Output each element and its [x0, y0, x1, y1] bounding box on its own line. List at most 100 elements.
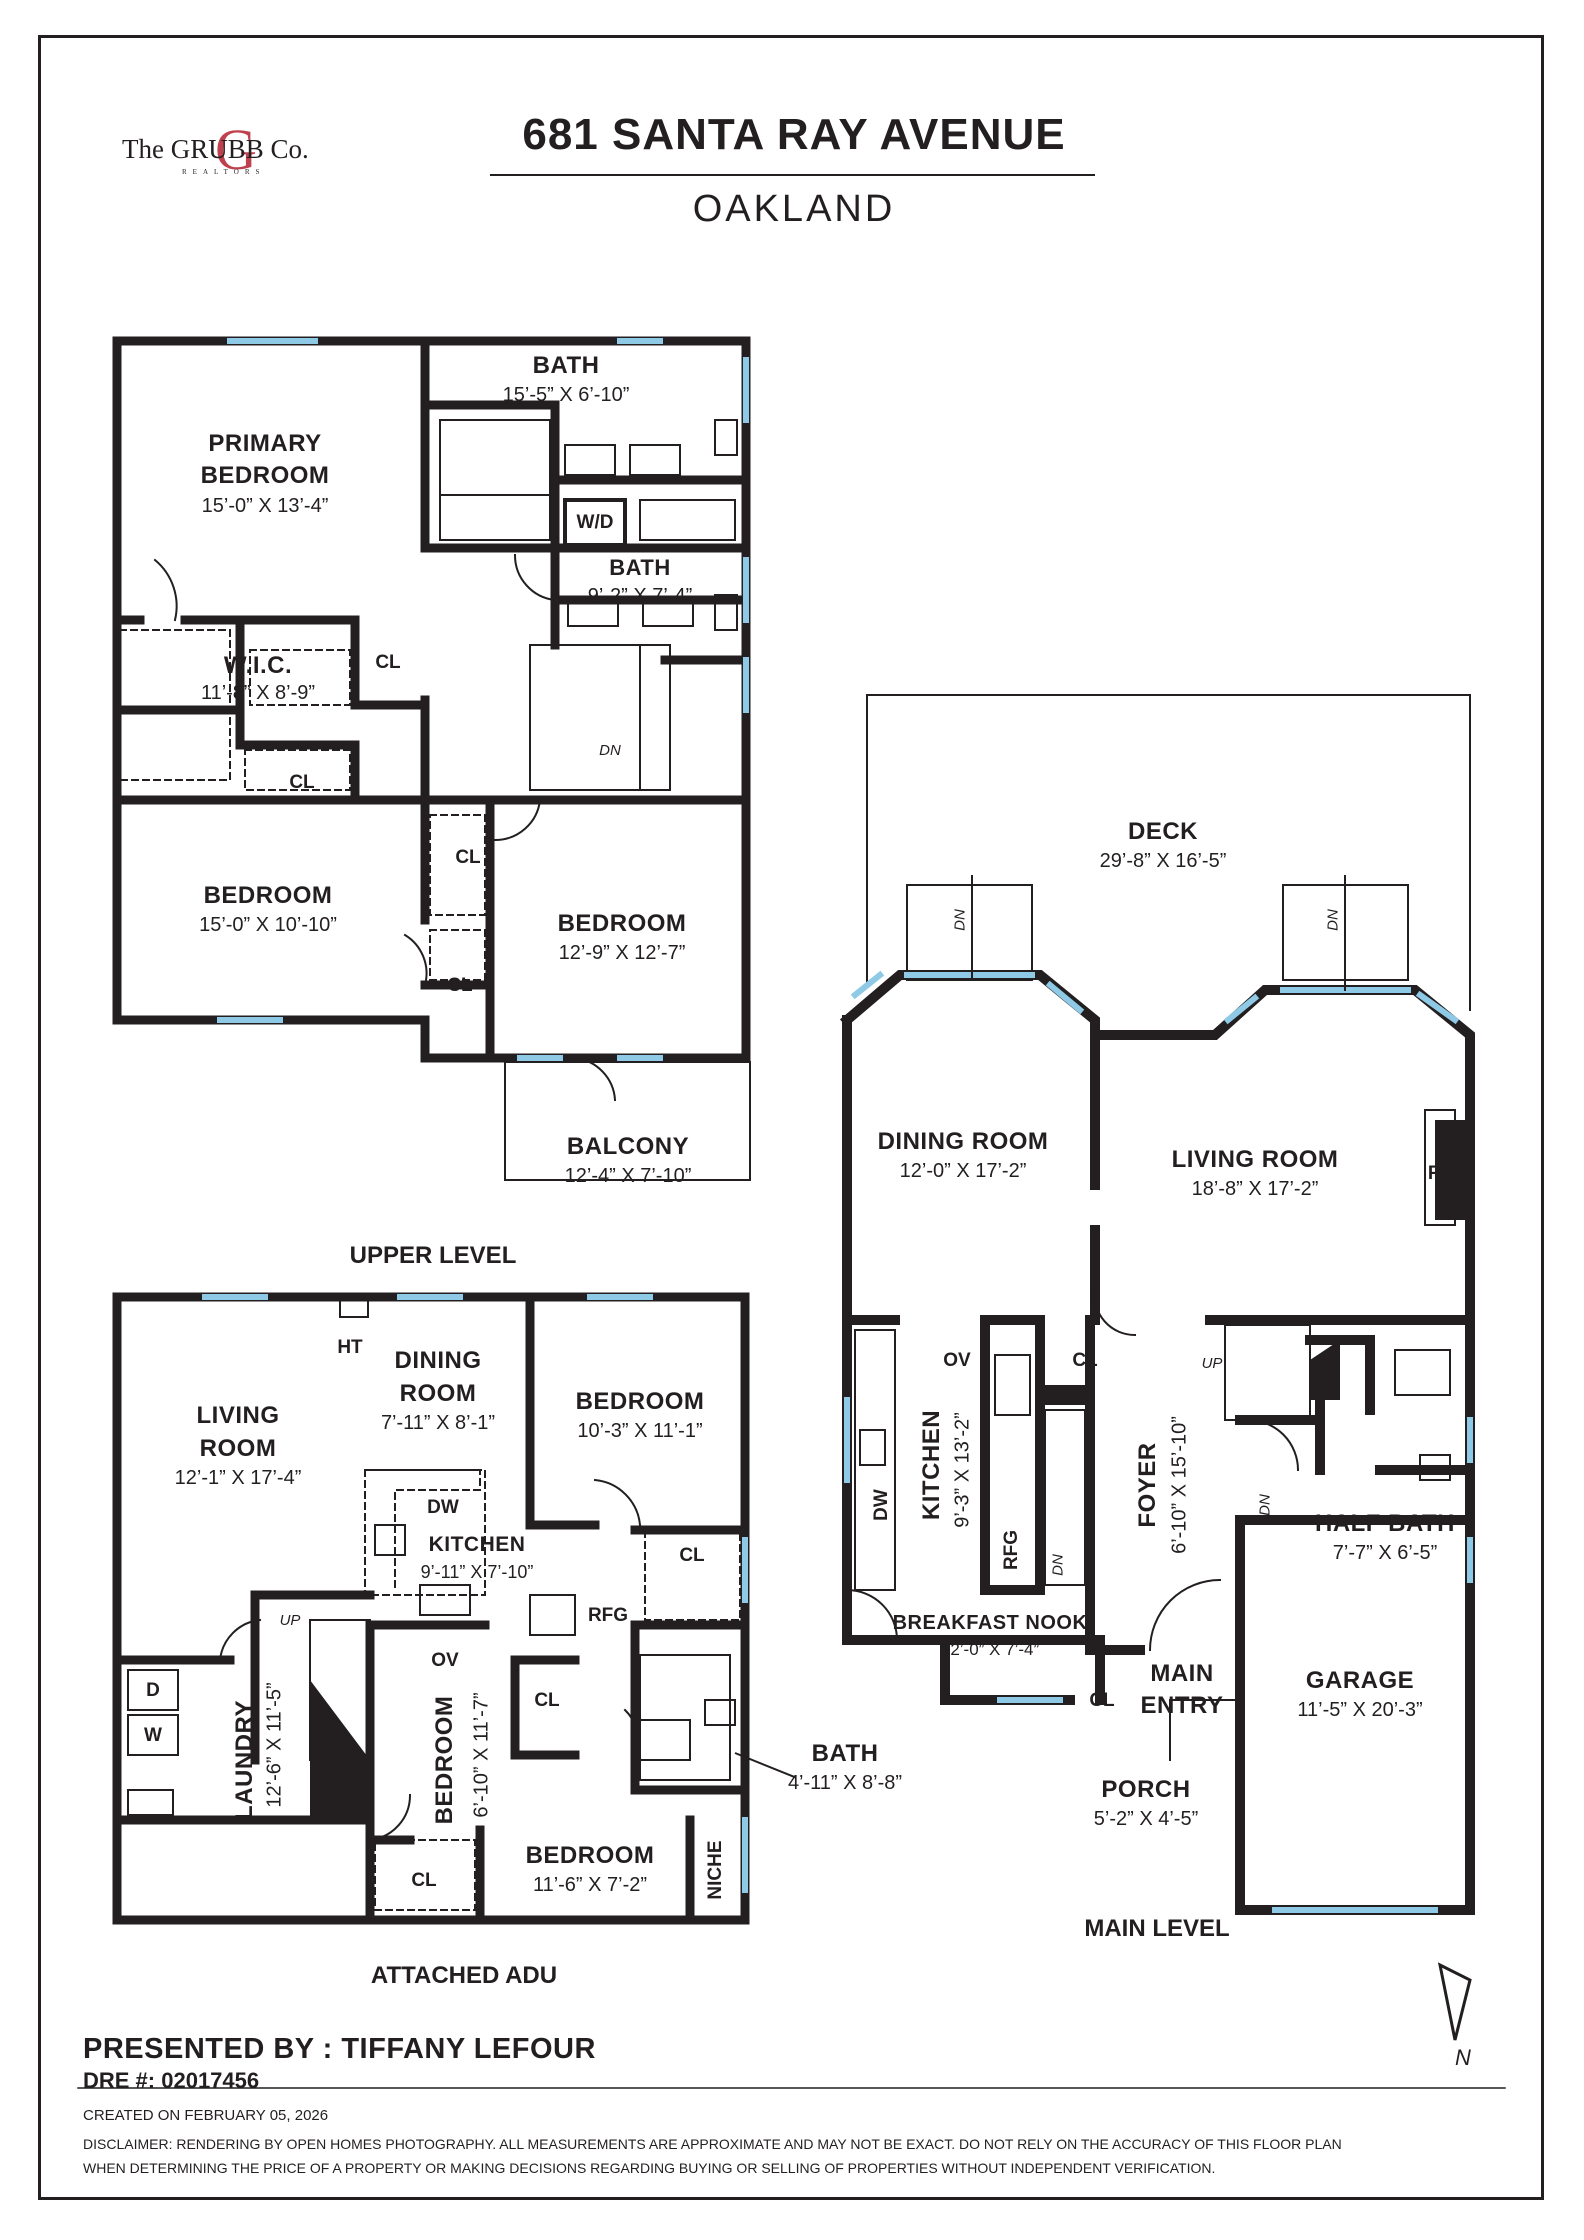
adu-bath-dim: 4’-11” X 8’-8”	[787, 1772, 903, 1794]
upper-closet-label-d: CL	[447, 975, 473, 996]
wic-dim: 11’-8” X 8’-9”	[200, 682, 316, 704]
logo-subtext: REALTORS	[182, 168, 266, 176]
garage-label: GARAGE	[1305, 1667, 1415, 1694]
adu-stair-fill	[310, 1680, 370, 1820]
main-stair-up-label: UP	[1201, 1355, 1223, 1372]
adu-kitchen-dim: 9’-11” X 7’-10”	[420, 1562, 534, 1582]
upper-closet-label-a: CL	[375, 652, 401, 673]
adu-kitchen-label: KITCHEN	[428, 1533, 526, 1556]
main-windows	[844, 970, 1473, 1913]
north-arrow-icon	[1437, 1962, 1472, 2041]
adu-laundry-dim: 12’-6” X 11’-5”	[263, 1682, 286, 1808]
garage-dim: 11’-5” X 20’-3”	[1297, 1699, 1423, 1721]
adu-closet-label-c: CL	[411, 1870, 437, 1891]
adu-niche-label: NICHE	[705, 1840, 726, 1900]
upper-bedroom1-dim: 15’-0” X 10’-10”	[199, 914, 337, 936]
adu-dining-dim: 7’-11” X 8’-1”	[380, 1412, 496, 1434]
page-frame	[38, 35, 1544, 2200]
upper-level-label: UPPER LEVEL	[349, 1242, 517, 1269]
main-stair-dn-d: DN	[1256, 1494, 1274, 1516]
main-living-label: LIVING ROOM	[1171, 1146, 1339, 1173]
adu-bedroom-a-label: BEDROOM	[575, 1388, 705, 1415]
upper-level-fixtures	[119, 419, 751, 1181]
foyer-label: FOYER	[1134, 1442, 1161, 1528]
upper-closet-label-b: CL	[289, 772, 315, 793]
wd-closet	[563, 498, 627, 547]
adu-windows	[202, 1294, 748, 1893]
upper-closet-label-c: CL	[455, 847, 481, 868]
adu-ht-label: HT	[337, 1337, 363, 1358]
adu-closet-label-b: CL	[534, 1690, 560, 1711]
main-dining-label: DINING ROOM	[877, 1128, 1049, 1155]
disclaimer-line-2: WHEN DETERMINING THE PRICE OF A PROPERTY…	[83, 2160, 1216, 2176]
upper-bath1-dim: 15’-5” X 6’-10”	[502, 384, 630, 406]
deck-dim: 29’-8” X 16’-5”	[1099, 850, 1227, 872]
wd-label: W/D	[576, 512, 614, 533]
upper-bath1-label: BATH	[532, 352, 600, 379]
main-closet-label-a: CL	[1072, 1350, 1098, 1371]
porch-dim: 5’-2” X 4’-5”	[1093, 1808, 1199, 1830]
breakfast-nook-label: BREAKFAST NOOK	[892, 1612, 1088, 1634]
adu-bedroom-a-dim: 10’-3” X 11’-1”	[577, 1420, 703, 1442]
adu-ov-label: OV	[431, 1650, 459, 1671]
dre-number: DRE #: 02017456	[83, 2068, 260, 2093]
adu-fixtures	[127, 1296, 741, 1911]
primary-bedroom-dim: 15’-0” X 13’-4”	[201, 495, 329, 517]
adu-living-label-2: ROOM	[199, 1435, 277, 1462]
main-stair-dn-c: DN	[1049, 1554, 1067, 1576]
main-stair-fill	[1310, 1340, 1340, 1400]
adu-rfg-label: RFG	[587, 1605, 629, 1626]
main-dining-dim: 12’-0” X 17’-2”	[899, 1160, 1027, 1182]
adu-stair-up-label: UP	[279, 1612, 301, 1629]
adu-bath-label: BATH	[811, 1740, 879, 1767]
deck-label: DECK	[1127, 818, 1199, 845]
main-ov-label: OV	[943, 1350, 971, 1371]
primary-bedroom-label-2: BEDROOM	[200, 462, 330, 489]
fireplace-label: FP	[1427, 1163, 1453, 1184]
title-rule	[490, 174, 1095, 176]
main-kitchen-label: KITCHEN	[918, 1409, 945, 1521]
created-date: CREATED ON FEBRUARY 05, 2026	[83, 2107, 329, 2124]
half-bath-label: HALF BATH	[1314, 1510, 1456, 1537]
primary-bedroom-label-1: PRIMARY	[208, 430, 322, 457]
upper-bedroom2-label: BEDROOM	[557, 910, 687, 937]
upper-level-windows	[217, 338, 749, 1061]
adu-bedroom-c-label: BEDROOM	[525, 1842, 655, 1869]
disclaimer-line-1: DISCLAIMER: RENDERING BY OPEN HOMES PHOT…	[83, 2136, 1342, 2152]
page-subtitle: OAKLAND	[692, 188, 896, 230]
main-dw-label: DW	[871, 1489, 892, 1521]
adu-bedroom-c-dim: 11’-6” X 7’-2”	[532, 1874, 648, 1896]
adu-laundry-label: LAUNDRY	[231, 1700, 258, 1820]
adu-level-label: ATTACHED ADU	[370, 1962, 558, 1989]
breakfast-nook-dim: 12’-0” X 7’-4”	[940, 1640, 1040, 1659]
half-bath-dim: 7’-7” X 6’-5”	[1332, 1542, 1438, 1564]
upper-bedroom1-label: BEDROOM	[203, 882, 333, 909]
adu-washer-label: W	[144, 1725, 162, 1746]
deck-stair-dn-a: DN	[951, 909, 969, 931]
main-rfg-label: RFG	[1001, 1529, 1022, 1571]
deck-stair-dn-b: DN	[1324, 909, 1342, 931]
adu-bedroom-b-label: BEDROOM	[431, 1695, 458, 1825]
porch-label: PORCH	[1101, 1776, 1191, 1803]
presented-by: PRESENTED BY : TIFFANY LEFOUR	[83, 2033, 596, 2065]
logo-g-mark: G	[215, 117, 257, 182]
wic-label: W.I.C.	[223, 652, 293, 679]
adu-dining-label-2: ROOM	[399, 1380, 477, 1407]
main-kitchen-dim: 9’-3” X 13’-2”	[951, 1412, 974, 1528]
upper-bath2-label: BATH	[609, 555, 671, 580]
upper-level-walls	[112, 336, 751, 1063]
brand-logo: G The GRUBB Co. REALTORS	[122, 117, 342, 182]
foyer-dim: 6’-10” X 15’-10”	[1168, 1416, 1191, 1554]
compass-north-label: N	[1455, 2045, 1471, 2070]
adu-living-label-1: LIVING	[196, 1402, 280, 1429]
main-entry-label-1: MAIN	[1150, 1660, 1214, 1687]
upper-bedroom2-dim: 12’-9” X 12’-7”	[558, 942, 686, 964]
balcony-label: BALCONY	[566, 1133, 690, 1160]
page-title: 681 SANTA RAY AVENUE	[522, 110, 1066, 159]
adu-dining-label-1: DINING	[394, 1347, 482, 1374]
main-level-label: MAIN LEVEL	[1084, 1915, 1230, 1942]
adu-closet-label-a: CL	[679, 1545, 705, 1566]
adu-dryer-label: D	[146, 1680, 160, 1701]
main-living-dim: 18’-8” X 17’-2”	[1191, 1178, 1319, 1200]
